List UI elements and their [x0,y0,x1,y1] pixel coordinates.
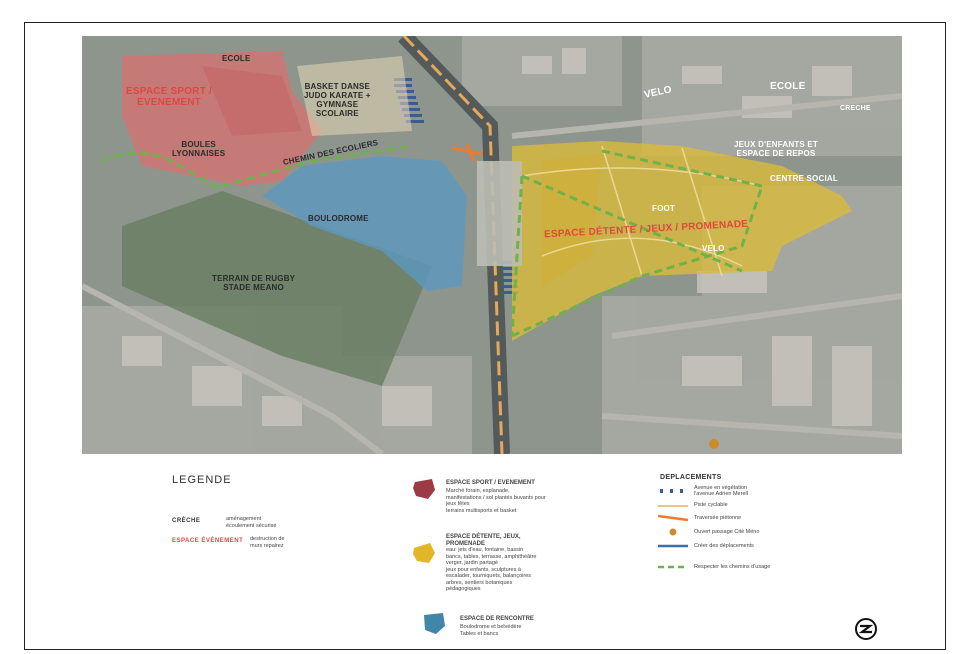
label-ecole-right: ECOLE [770,81,806,92]
label-velo-mid: VELO [702,244,725,253]
dep-symbol-cyclable [658,505,688,507]
legend-evenement-desc: destruction de murs repairez [250,536,285,549]
legend-title: LEGENDE [172,474,232,486]
label-espace-sport: ESPACE SPORT / EVENEMENT [126,86,212,108]
legend-sport-desc: Marché forain, esplanade, manifestations… [446,488,546,514]
label-ecole-left: ECOLE [222,54,251,63]
legend-rencontre-title: ESPACE DE RENCONTRE [460,616,534,622]
label-boulodrome: BOULODROME [308,214,369,223]
dep-symbol-passage [669,528,677,536]
legend-sport-swatch [413,479,435,499]
map-graphics [82,36,902,454]
label-creche: CRECHE [840,105,871,112]
dep-text-cyclable: Piste cyclable [694,502,728,508]
dep-symbol-traversee [658,514,688,522]
legend-evenement-key: ESPACE ÉVÉNEMENT [172,538,244,544]
label-rugby: TERRAIN DE RUGBY STADE MEANO [212,274,296,292]
dep-symbol-chemins [658,565,688,569]
dep-text-chemins: Respecter les chemins d'usage [694,564,771,570]
legend-detente-swatch [413,543,435,563]
dep-text-creer: Créer des déplacements [694,543,754,549]
dep-text-passage: Ouvert passage Cité Méno [694,529,760,535]
legend-creche-desc: aménagement écoulement sécurisé [226,516,277,529]
legend-sport-title: ESPACE SPORT / EVENEMENT [446,480,535,486]
label-basket: BASKET DANSE JUDO KARATE + GYMNASE SCOLA… [304,82,371,118]
deplacements-title: DEPLACEMENTS [660,474,722,481]
label-foot: FOOT [652,204,676,213]
label-boules: BOULES LYONNAISES [172,140,226,158]
legend-detente-desc: eau: jets d'eau, fontaine, bassin bancs,… [446,547,537,592]
dep-symbol-creer [658,544,688,548]
dep-text-avenue: Avenue en végétation l'avenue Adrien Mer… [694,485,748,497]
legend-rencontre-desc: Boulodrome et belvédère Tables et bancs [460,624,522,637]
north-arrow-icon [855,618,877,640]
legend-creche-key: CRÈCHE [172,518,201,524]
legend-detente-title: ESPACE DÉTENTE, JEUX, PROMENADE [446,534,521,547]
dep-symbol-avenue [660,489,683,493]
label-centre-social: CENTRE SOCIAL [770,174,838,183]
dep-text-traversee: Traversée piétonne [694,515,742,521]
legend-rencontre-swatch [424,613,445,634]
aerial-map: ESPACE SPORT / EVENEMENT ECOLE BASKET DA… [82,36,902,454]
label-jeux: JEUX D'ENFANTS ET ESPACE DE REPOS [734,140,818,158]
